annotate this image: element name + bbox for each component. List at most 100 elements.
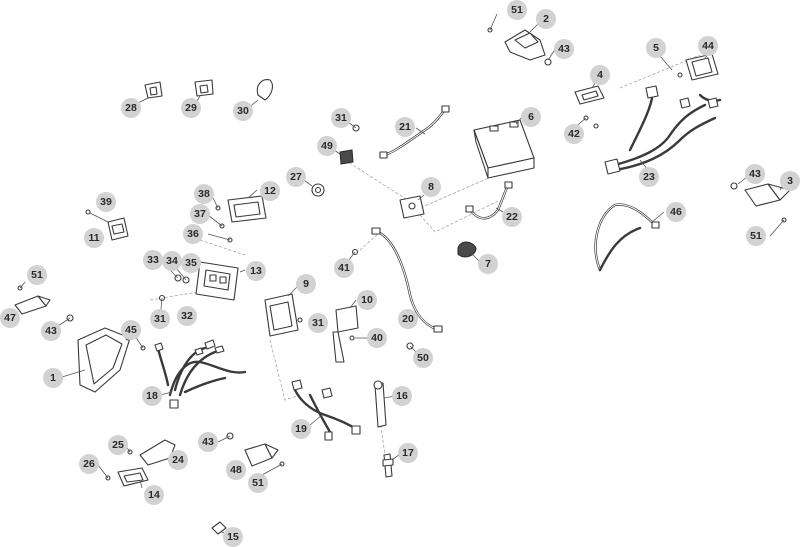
part-ecu-box <box>264 285 303 337</box>
svg-text:43: 43 <box>558 43 570 55</box>
callout-40: 40 <box>367 328 387 348</box>
svg-text:18: 18 <box>146 390 158 402</box>
part-rear-wiring-harness <box>604 47 722 175</box>
svg-text:32: 32 <box>181 310 193 322</box>
callout-38: 38 <box>194 184 214 204</box>
callout-43c: 43 <box>41 321 61 341</box>
callout-22: 22 <box>502 207 522 227</box>
callout-33: 33 <box>143 250 163 270</box>
svg-text:12: 12 <box>264 185 276 197</box>
part-battery-cable-negative <box>465 181 513 220</box>
part-battery-cable-positive <box>379 105 450 159</box>
callout-42: 42 <box>564 124 584 144</box>
callout-16: 16 <box>392 386 412 406</box>
assembly-guide-lines <box>149 54 701 456</box>
callout-13: 13 <box>246 261 266 281</box>
part-turn-signal-rear <box>217 432 285 476</box>
svg-text:6: 6 <box>528 111 534 123</box>
svg-text:27: 27 <box>290 171 302 183</box>
svg-text:51: 51 <box>252 477 264 489</box>
part-relay <box>85 209 129 241</box>
part-top-bracket <box>487 13 557 66</box>
callout-11: 11 <box>84 228 104 248</box>
part-fuse <box>333 121 360 165</box>
part-grommet <box>303 179 325 197</box>
part-cable-loop <box>594 203 665 272</box>
callout-28: 28 <box>121 98 141 118</box>
svg-text:23: 23 <box>643 171 655 183</box>
callout-18: 18 <box>142 386 162 406</box>
part-main-wiring-harness <box>154 339 247 409</box>
part-sub-harness <box>291 379 361 441</box>
svg-text:25: 25 <box>112 439 124 451</box>
callout-6: 6 <box>521 107 541 127</box>
svg-text:15: 15 <box>227 531 239 543</box>
part-taillight-bracket <box>97 439 176 481</box>
callout-51d: 51 <box>746 226 766 246</box>
svg-text:37: 37 <box>194 208 206 220</box>
svg-text:41: 41 <box>338 262 350 274</box>
callout-20: 20 <box>398 309 418 329</box>
part-starter-relay <box>399 194 425 219</box>
svg-text:43: 43 <box>202 436 214 448</box>
svg-text:30: 30 <box>237 105 249 117</box>
svg-text:35: 35 <box>185 257 197 269</box>
svg-text:7: 7 <box>485 258 491 270</box>
svg-text:45: 45 <box>125 324 137 336</box>
callout-4: 4 <box>590 65 610 85</box>
svg-text:1: 1 <box>50 372 56 384</box>
callout-21: 21 <box>395 117 415 137</box>
svg-text:40: 40 <box>371 332 383 344</box>
svg-text:48: 48 <box>230 464 242 476</box>
svg-text:11: 11 <box>88 232 99 244</box>
svg-text:36: 36 <box>187 228 199 240</box>
svg-text:43: 43 <box>45 325 57 337</box>
svg-text:33: 33 <box>147 254 159 266</box>
callout-30: 30 <box>233 101 253 121</box>
svg-text:43: 43 <box>749 168 761 180</box>
svg-text:46: 46 <box>670 206 682 218</box>
svg-text:24: 24 <box>172 454 184 466</box>
part-control-unit <box>195 261 246 301</box>
svg-text:51: 51 <box>31 269 43 281</box>
svg-text:26: 26 <box>83 458 95 470</box>
svg-text:44: 44 <box>702 40 714 52</box>
callout-10: 10 <box>357 290 377 310</box>
svg-text:3: 3 <box>787 175 793 187</box>
callout-35: 35 <box>181 253 201 273</box>
callout-47: 47 <box>0 308 20 328</box>
svg-text:51: 51 <box>511 4 523 16</box>
part-clip-30 <box>247 79 274 109</box>
callout-24: 24 <box>168 450 188 470</box>
svg-text:22: 22 <box>506 211 518 223</box>
callout-29: 29 <box>181 98 201 118</box>
svg-text:9: 9 <box>303 278 309 290</box>
callout-19: 19 <box>291 419 311 439</box>
svg-text:31: 31 <box>335 112 347 124</box>
svg-text:20: 20 <box>402 313 414 325</box>
callout-46: 46 <box>666 202 686 222</box>
part-battery <box>473 116 535 179</box>
svg-text:29: 29 <box>185 102 197 114</box>
part-headlight-fairing <box>61 327 131 393</box>
svg-text:8: 8 <box>428 181 434 193</box>
callout-36: 36 <box>183 224 203 244</box>
svg-text:10: 10 <box>361 294 373 306</box>
part-ignition-coil <box>332 299 370 363</box>
svg-text:31: 31 <box>312 317 324 329</box>
callout-2: 2 <box>536 9 556 29</box>
svg-text:2: 2 <box>543 13 549 25</box>
callout-14: 14 <box>144 485 164 505</box>
svg-text:28: 28 <box>125 102 137 114</box>
callout-5: 5 <box>646 38 666 58</box>
part-turn-signal-left <box>14 281 74 331</box>
svg-text:49: 49 <box>321 140 333 152</box>
svg-text:47: 47 <box>4 312 16 324</box>
part-taillight <box>117 467 149 489</box>
svg-text:39: 39 <box>100 196 112 208</box>
part-side-bracket <box>573 79 605 129</box>
callout-34: 34 <box>162 251 182 271</box>
callout-51c: 51 <box>248 473 268 493</box>
svg-text:38: 38 <box>198 188 210 200</box>
